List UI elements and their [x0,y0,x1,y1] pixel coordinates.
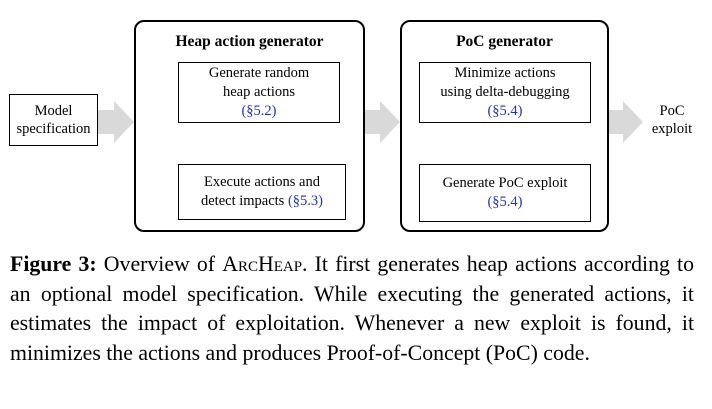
flow-arrow-middle [365,101,400,143]
execute-actions-box: Execute actions and detect impacts (§5.3… [178,164,346,220]
heap-group-title: Heap action generator [175,33,324,50]
caption-text-after: . It first generates heap actions accord… [10,252,695,365]
execute-line2-text: detect impacts [200,193,288,209]
generate-poc-exploit-box: Generate PoC exploit (§5.4) [419,164,591,222]
caption-text-before: Overview of [96,252,223,276]
generate-heap-line1: Generate random [208,65,310,81]
poc-exploit-output: PoC exploit [644,102,700,138]
execute-ref: (§5.3) [287,193,323,209]
poc-exploit-line1: PoC [659,103,685,119]
figure-caption: Figure 3: Overview of ArcHeap. It first … [10,250,694,368]
poc-group-title: PoC generator [456,33,553,50]
model-spec-line1: Model [34,103,73,119]
execute-line2: detect impacts (§5.3) [201,192,323,211]
generate-poc-line1: Generate PoC exploit [442,175,568,191]
generate-poc-ref: (§5.4) [487,194,523,210]
flow-arrow-output [609,101,643,143]
model-specification-box: Model specification [9,94,98,146]
minimize-line2: using delta-debugging [440,84,570,100]
generate-heap-ref: (§5.2) [241,103,277,119]
tool-name: ArcHeap [222,252,303,276]
model-spec-line2: specification [16,121,91,137]
figure-label: Figure 3: [10,252,97,276]
minimize-line1: Minimize actions [454,65,556,81]
poc-exploit-line2: exploit [651,121,693,137]
minimize-actions-box: Minimize actions using delta-debugging (… [419,62,591,123]
execute-line1: Execute actions and [204,174,320,190]
generate-heap-actions-box: Generate random heap actions (§5.2) [178,62,340,123]
generate-heap-line2: heap actions [222,84,296,100]
flow-arrow-input [98,101,134,143]
minimize-ref: (§5.4) [487,103,523,119]
